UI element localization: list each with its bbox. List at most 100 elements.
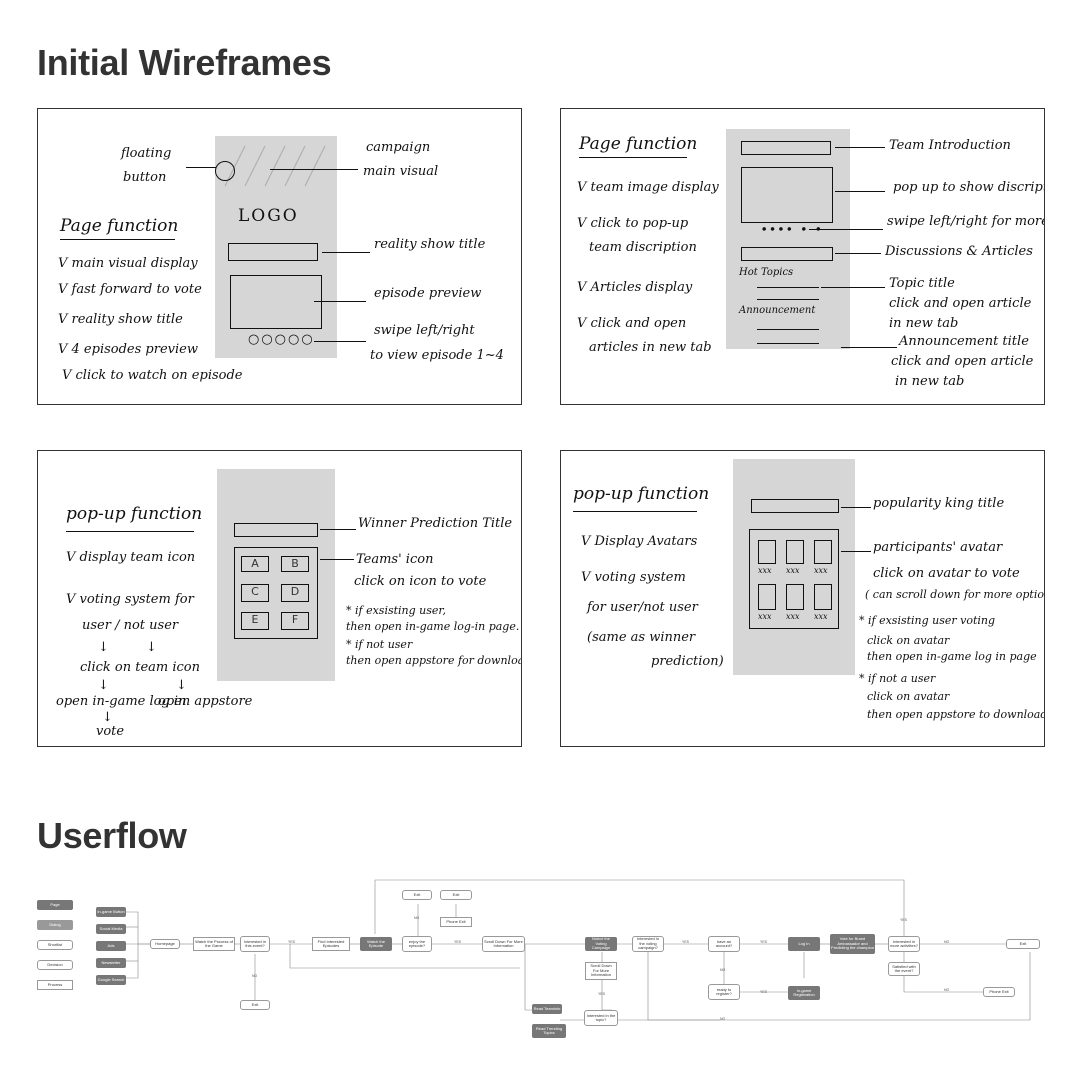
node-read-trending: Read Trending Topics — [532, 1024, 566, 1038]
wireframe-card-team-page: Page function V team image display V cli… — [560, 108, 1045, 405]
edge-label-yes: YES — [598, 992, 606, 996]
edge-label-yes: YES — [760, 990, 768, 994]
pagination-dots: ○○○○○ — [248, 332, 315, 347]
node-scroll-down-info: Scroll Down For More Information — [482, 936, 525, 952]
avatar-name: xxx — [758, 612, 772, 621]
function-item: V fast forward to vote — [58, 282, 202, 297]
existing-user-note-2: click on avatar — [867, 634, 950, 647]
node-scroll-more: Scroll Down For More Information — [585, 962, 617, 980]
function-item: user / not user — [82, 618, 179, 633]
avatar-name: xxx — [814, 612, 828, 621]
node-exit-1: Exit — [240, 1000, 270, 1010]
node-watch-episode: Watch the Episode — [360, 937, 392, 951]
edge-label-no: NO — [720, 1017, 726, 1021]
function-item: V click to pop-up — [577, 216, 689, 231]
not-user-note-2: click on avatar — [867, 690, 950, 703]
topic-title-label: Topic title — [889, 276, 955, 291]
avatar-name: xxx — [786, 566, 800, 575]
existing-user-note-2: then open in-game log-in page. — [346, 620, 520, 633]
function-item: V click and open — [577, 316, 687, 331]
node-exit-4: Exit — [1006, 939, 1040, 949]
legend-dialog: Dialog — [37, 920, 73, 930]
function-item: V team image display — [577, 180, 719, 195]
click-open-label-2: click and open article — [891, 354, 1034, 369]
function-item: V reality show title — [58, 312, 183, 327]
edge-label-no: NO — [414, 916, 420, 920]
node-exit-2: Exit — [402, 890, 432, 900]
source-newsletter: Newsletter — [96, 958, 126, 968]
swipe-pointer — [314, 341, 366, 342]
floating-button-circle — [215, 161, 235, 181]
phone-frame — [215, 136, 337, 358]
click-team-icon-label: click on team icon — [80, 660, 200, 675]
team-icon-a[interactable]: A — [241, 556, 269, 572]
node-interested-event: Interested in this event? — [240, 936, 270, 952]
announcement-line — [757, 343, 819, 344]
edge-label-no: NO — [252, 974, 258, 978]
discussions-bar — [741, 247, 833, 261]
team-icon-c[interactable]: C — [241, 584, 269, 602]
button-label: button — [123, 170, 167, 185]
function-item: V Articles display — [577, 280, 693, 295]
function-item: V Display Avatars — [581, 534, 698, 549]
avatar-slot[interactable] — [814, 584, 832, 610]
scroll-note: ( can scroll down for more option) — [865, 588, 1045, 601]
edge-label-yes: YES — [454, 940, 462, 944]
avatar-slot[interactable] — [786, 584, 804, 610]
not-user-note: * if not user — [346, 638, 413, 651]
source-google-search: Google Search — [96, 975, 126, 985]
swipe-label-2: to view episode 1~4 — [370, 348, 504, 363]
function-item: team discription — [589, 240, 697, 255]
wireframes-title: Initial Wireframes — [37, 42, 332, 83]
source-ads: Ads — [96, 941, 126, 951]
edge-label-no: NO — [944, 940, 950, 944]
not-user-note-3: then open appstore to download — [867, 708, 1045, 721]
avatar-slot[interactable] — [786, 540, 804, 564]
node-enjoy-episode: enjoy the episode? — [402, 936, 432, 952]
pagination-dots: ∙∙∙∙ ∙ ∙ — [761, 222, 824, 237]
reality-show-title-label: reality show title — [374, 237, 486, 252]
team-grid-box: A B C D E F — [234, 547, 318, 639]
not-user-note: * if not a user — [859, 672, 936, 685]
function-item: for user/not user — [587, 600, 698, 615]
popup-function-heading: pop-up function — [66, 504, 203, 524]
node-satisfied: Satisfied with the event? — [888, 962, 920, 976]
existing-user-note: * if exsisting user voting — [859, 614, 996, 627]
teams-icon-label: Teams' icon — [356, 552, 434, 567]
team-icon-b[interactable]: B — [281, 556, 309, 572]
node-vote-for-idol: Vote for Brand Ambassador and Predicting… — [830, 934, 875, 954]
not-user-note-2: then open appstore for download — [346, 654, 522, 667]
edge-label-yes: YES — [682, 940, 690, 944]
avatar-name: xxx — [786, 612, 800, 621]
new-tab-label-2: in new tab — [895, 374, 965, 389]
legend-decision: Decision — [37, 960, 73, 970]
node-notice-voting: Notice the Voting Campaign — [585, 937, 617, 951]
team-icon-d[interactable]: D — [281, 584, 309, 602]
node-watch-process: Watch the Process of the Game — [193, 937, 235, 951]
userflow-title: Userflow — [37, 815, 187, 856]
campaign-label: campaign — [366, 140, 431, 155]
node-exit-3: Exit — [440, 890, 472, 900]
team-icon-f[interactable]: F — [281, 612, 309, 630]
avatar-slot[interactable] — [758, 540, 776, 564]
avatar-slot[interactable] — [814, 540, 832, 564]
phone-frame — [726, 129, 850, 349]
function-item: prediction) — [651, 654, 724, 669]
teams-pointer — [320, 559, 354, 560]
node-interested-topic: Interested in the topic? — [584, 1010, 618, 1026]
heading-underline — [579, 157, 687, 158]
function-item: articles in new tab — [589, 340, 712, 355]
discussions-pointer — [835, 253, 881, 254]
node-interested-voting: Interested in the voting campaign? — [632, 936, 664, 952]
heading-underline — [60, 239, 175, 240]
heading-underline — [66, 531, 194, 532]
avatar-slot[interactable] — [758, 584, 776, 610]
edge-label-no: NO — [720, 968, 726, 972]
legend-shortlist: Shortlist — [37, 940, 73, 950]
intro-pointer — [835, 147, 885, 148]
team-icon-e[interactable]: E — [241, 612, 269, 630]
arrow-down: ↓ — [102, 710, 113, 725]
click-avatar-vote-label: click on avatar to vote — [873, 566, 1020, 581]
function-item: (same as winner — [587, 630, 696, 645]
node-phone-exit: Phone Exit — [440, 917, 472, 927]
